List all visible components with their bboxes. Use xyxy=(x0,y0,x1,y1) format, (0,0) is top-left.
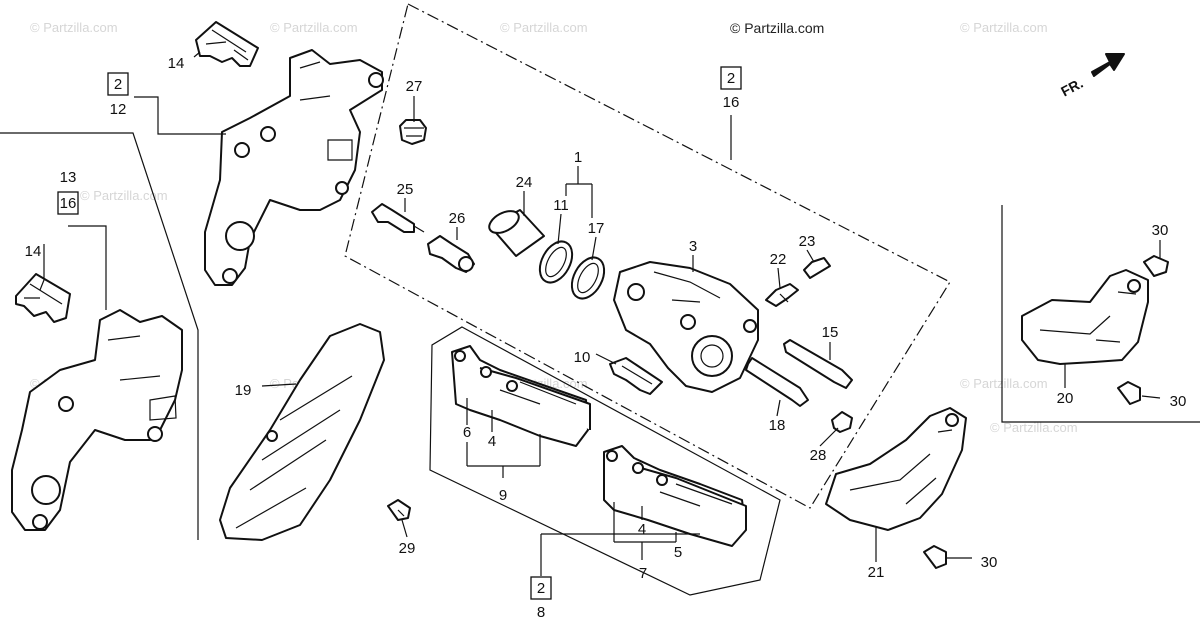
dust-seal xyxy=(570,256,606,300)
disc-cover xyxy=(219,323,385,541)
pad-spring-upper xyxy=(195,21,259,67)
bleed-valve xyxy=(765,283,799,307)
callout-labels: 1221413161427252624111173222316215101828… xyxy=(25,55,1187,621)
retaining-clip xyxy=(803,257,831,279)
caliper-body xyxy=(613,261,759,393)
bleed-valve-cap xyxy=(399,119,427,145)
quantity-number: 16 xyxy=(60,195,77,212)
callout-number: 13 xyxy=(60,169,77,186)
leader-lines xyxy=(39,51,1161,576)
brake-pad-inner xyxy=(603,445,747,547)
watermark: © Partzilla.com xyxy=(80,188,168,203)
quantity-box xyxy=(530,576,552,600)
callout-number: 16 xyxy=(723,94,740,111)
watermarks: © Partzilla.com © Partzilla.com © Partzi… xyxy=(30,20,1078,435)
cover-screw xyxy=(387,499,411,521)
front-direction-label: FR. xyxy=(1058,75,1085,100)
callout-number: 20 xyxy=(1057,390,1074,407)
caliper-bolt xyxy=(427,235,475,273)
callout-number: 24 xyxy=(516,174,533,191)
callout-number: 30 xyxy=(1170,393,1187,410)
callout-number: 30 xyxy=(1152,222,1169,239)
callout-number: 8 xyxy=(537,604,545,621)
callout-number: 4 xyxy=(638,521,646,538)
piston-seal-inner xyxy=(545,246,567,278)
callout-number: 5 xyxy=(674,544,682,561)
watermark: © Partzilla.com xyxy=(270,20,358,35)
guard-frame-right xyxy=(1001,205,1200,423)
quantity-number: 2 xyxy=(727,70,735,87)
callout-number: 18 xyxy=(769,417,786,434)
pad-pin xyxy=(745,357,809,407)
assembly-frames xyxy=(0,3,1200,596)
quantity-box xyxy=(107,72,129,96)
caliper-assembly-frame xyxy=(344,3,951,509)
brake-pad-outer xyxy=(451,345,591,447)
caliper-guard-right xyxy=(1021,269,1149,365)
caliper-bracket-upper xyxy=(204,49,384,286)
slide-pin xyxy=(783,339,853,389)
callout-number: 23 xyxy=(799,233,816,250)
callout-number: 9 xyxy=(499,487,507,504)
watermark: © Partzilla.com xyxy=(500,20,588,35)
callout-number: 30 xyxy=(981,554,998,571)
quantity-number: 2 xyxy=(537,580,545,597)
pin-bolt xyxy=(371,203,425,233)
front-direction-arrow: FR. xyxy=(1058,53,1125,100)
callout-number: 4 xyxy=(488,433,496,450)
callout-number: 12 xyxy=(110,101,127,118)
pad-pin-plug xyxy=(831,411,853,433)
callout-number: 14 xyxy=(25,243,42,260)
callout-number: 29 xyxy=(399,540,416,557)
guard-bolt xyxy=(1117,381,1141,405)
quantity-number: 2 xyxy=(114,76,122,93)
guard-bolt xyxy=(923,545,947,569)
callout-number: 19 xyxy=(235,382,252,399)
callout-number: 25 xyxy=(397,181,414,198)
brake-pad-set-frame xyxy=(429,326,781,596)
callout-number: 10 xyxy=(574,349,591,366)
copyright-line-1: © Partzilla.com xyxy=(730,20,824,36)
caliper-bracket-lower xyxy=(11,309,183,531)
watermark: © Partzilla.com xyxy=(990,420,1078,435)
callout-number: 26 xyxy=(449,210,466,227)
pad-spring xyxy=(609,357,663,395)
callout-number: 14 xyxy=(168,55,185,72)
watermark: © Partzilla.com xyxy=(960,20,1048,35)
callout-number: 6 xyxy=(463,424,471,441)
callout-number: 17 xyxy=(588,220,605,237)
piston-seal xyxy=(538,240,574,284)
callout-number: 28 xyxy=(810,447,827,464)
watermark: © Partzilla.com xyxy=(30,20,118,35)
watermark: © Partzilla.com xyxy=(960,376,1048,391)
dust-seal-inner xyxy=(577,262,599,294)
callout-number: 7 xyxy=(639,565,647,582)
callout-number: 22 xyxy=(770,251,787,268)
callout-number: 11 xyxy=(553,197,569,214)
pad-spring-lower xyxy=(15,273,71,323)
callout-number: 27 xyxy=(406,78,423,95)
callout-number: 1 xyxy=(574,149,582,166)
callout-number: 21 xyxy=(868,564,885,581)
quantity-box xyxy=(720,66,742,90)
guard-bolt xyxy=(1143,255,1169,277)
bracket-frame-left xyxy=(0,132,199,540)
caliper-piston xyxy=(488,209,545,257)
callout-number: 3 xyxy=(689,238,697,255)
caliper-guard-lower xyxy=(825,407,967,531)
callout-number: 15 xyxy=(822,324,839,341)
quantity-box xyxy=(57,191,79,215)
